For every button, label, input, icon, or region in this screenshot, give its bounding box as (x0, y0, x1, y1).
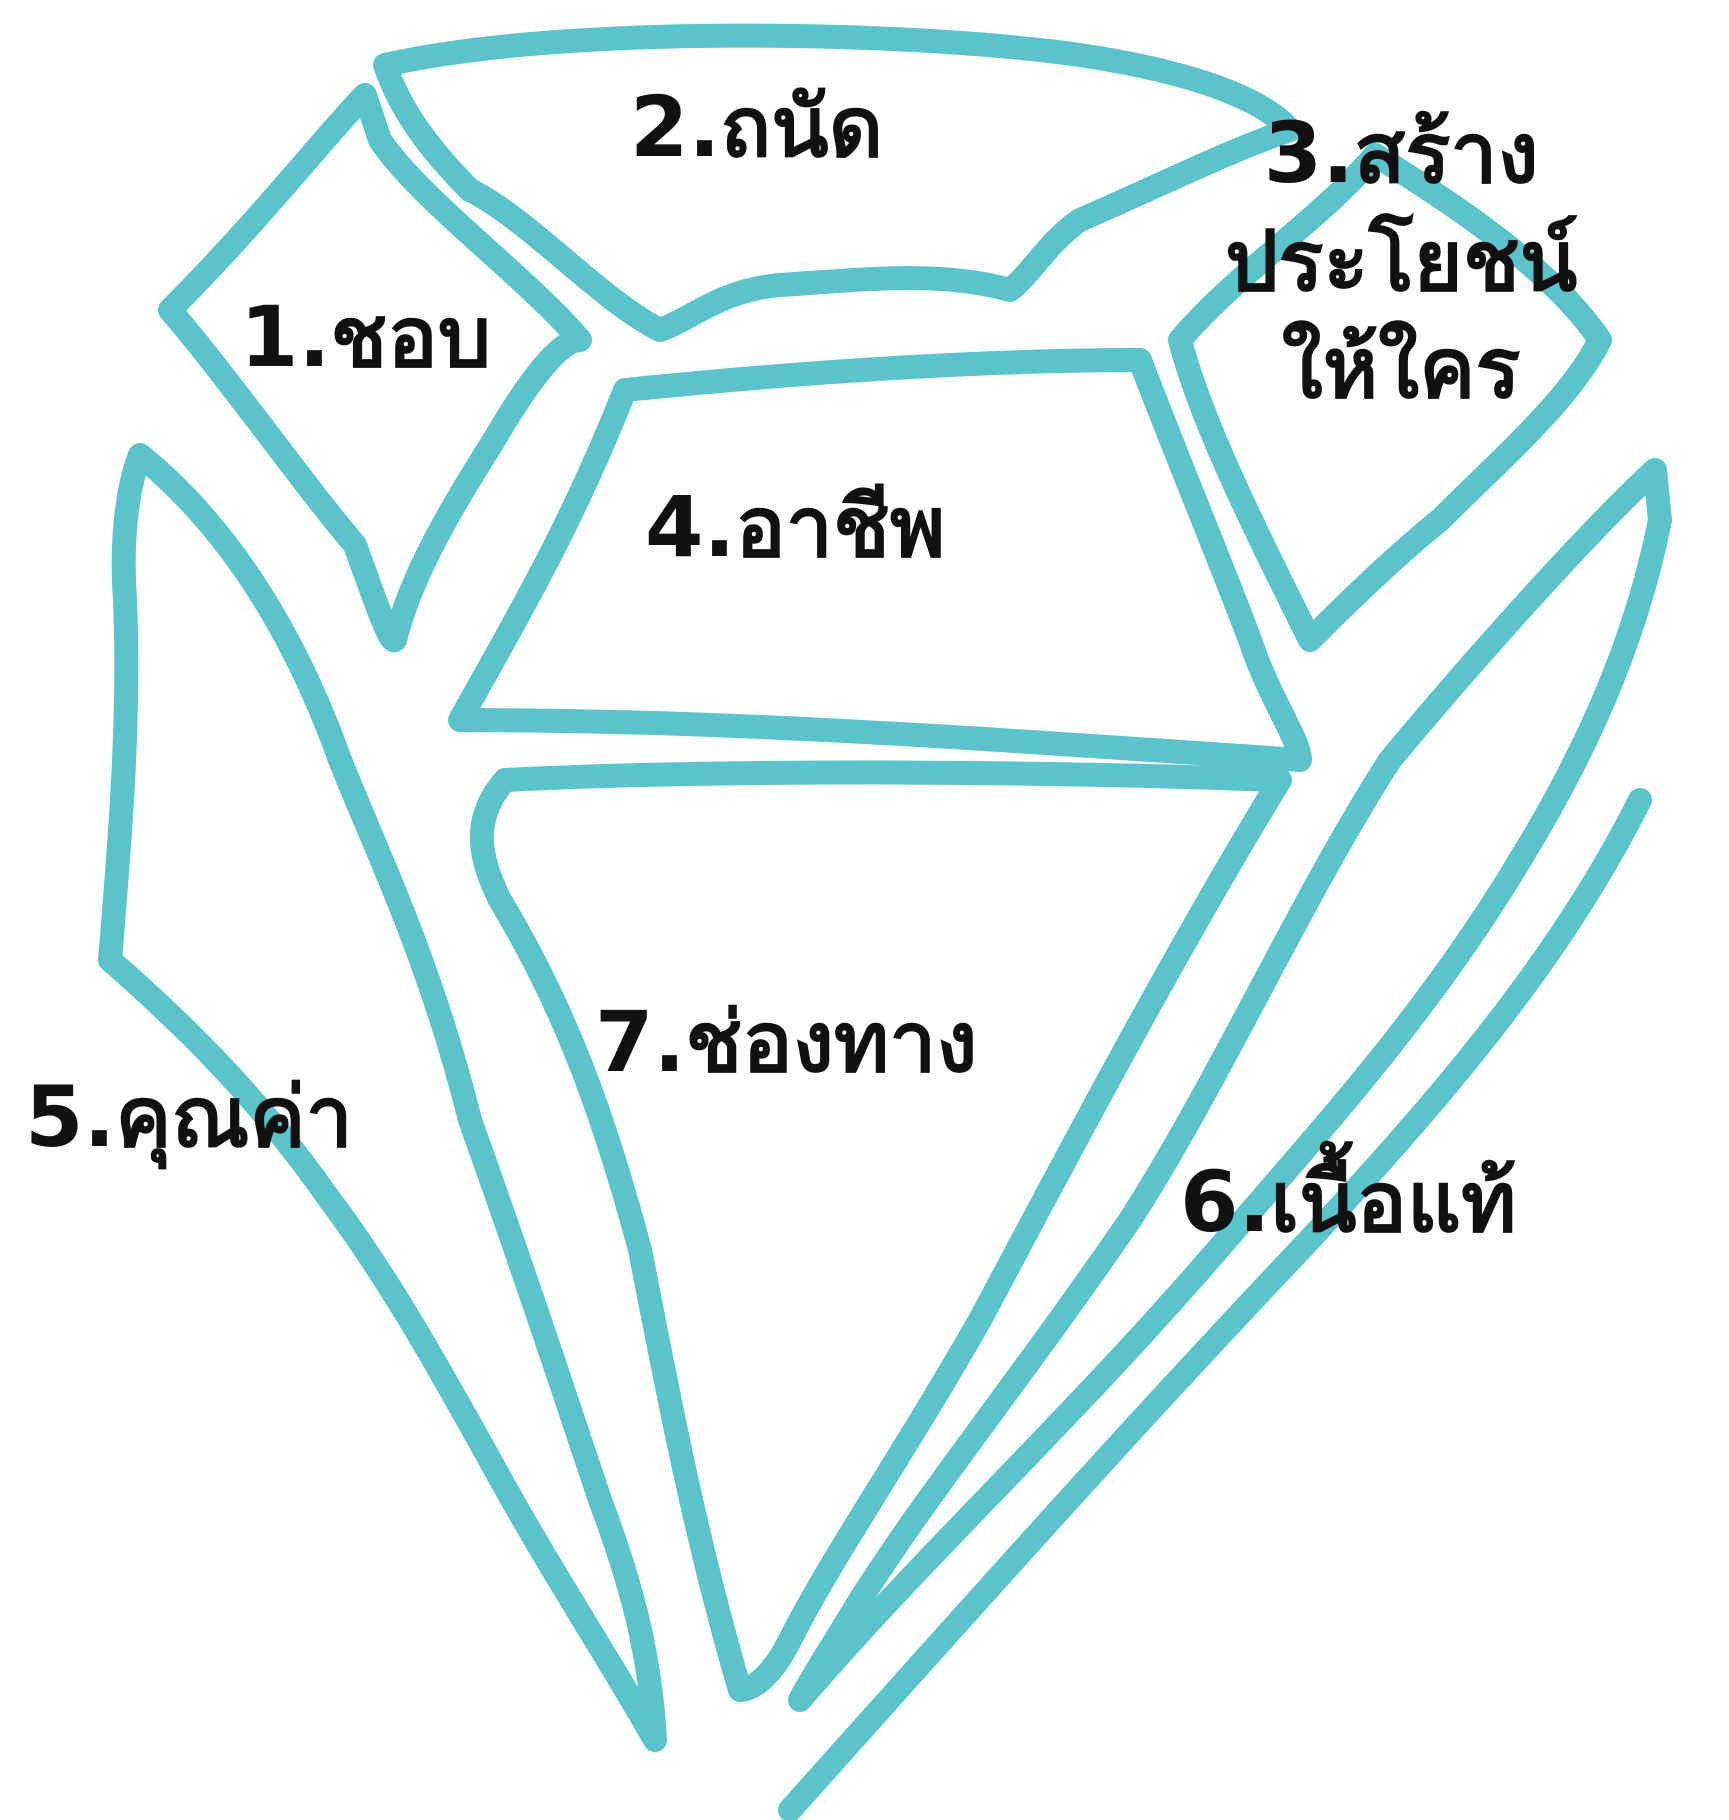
facet-3-label-line-1: 3.สร้าง (1225, 100, 1577, 208)
facet-6-tail-outline (790, 800, 1640, 1810)
facet-3-label-line-2: ประโยชน์ (1225, 208, 1577, 316)
facet-4-label: 4.อาชีพ (645, 485, 945, 569)
facet-3-label-line-3: ให้ใคร (1225, 315, 1577, 423)
facet-6-label: 6.เนื้อแท้ (1180, 1160, 1516, 1244)
facet-2-label: 2.ถนัด (630, 85, 883, 169)
facet-5-label: 5.คุณค่า (25, 1075, 353, 1159)
facet-3-label: 3.สร้าง ประโยชน์ ให้ใคร (1225, 100, 1577, 423)
facet-1-label: 1.ชอบ (240, 295, 491, 379)
facet-7-label: 7.ช่องทาง (595, 1000, 977, 1084)
